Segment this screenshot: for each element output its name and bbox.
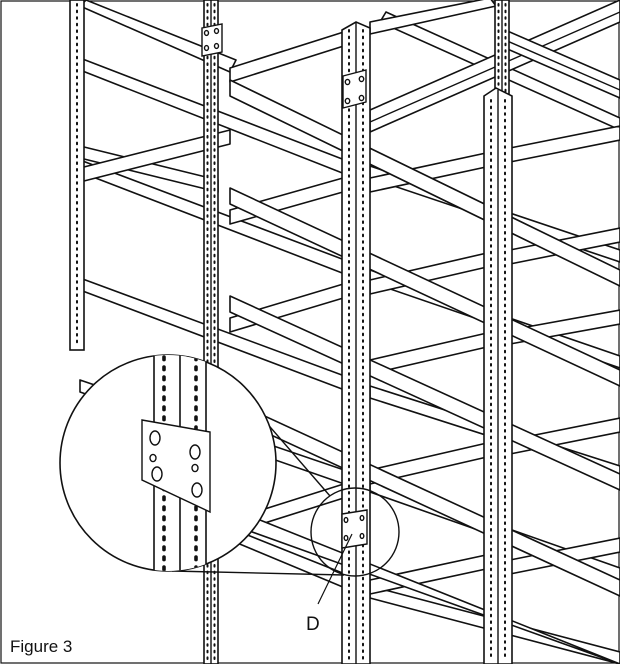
post-center xyxy=(341,21,371,664)
detail-source-circle xyxy=(310,487,400,577)
figure-caption: Figure 3 xyxy=(10,637,72,656)
callout-leader-line xyxy=(317,533,353,605)
beam-set-front xyxy=(229,79,620,664)
post-far-left xyxy=(69,0,85,351)
callout-connector-bottom xyxy=(171,570,345,576)
callout-label-d: D xyxy=(306,614,320,635)
magnified-detail xyxy=(59,354,277,572)
post-front-right xyxy=(483,87,513,664)
